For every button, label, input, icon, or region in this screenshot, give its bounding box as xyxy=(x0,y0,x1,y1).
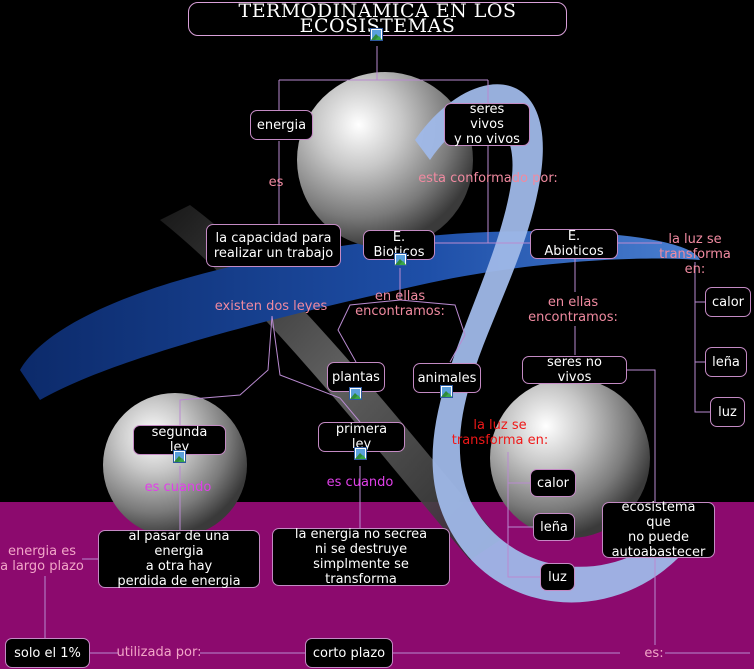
image-icon[interactable] xyxy=(440,385,453,398)
image-icon[interactable] xyxy=(173,450,186,463)
node-calor-mid[interactable]: calor xyxy=(530,469,576,497)
image-icon[interactable] xyxy=(349,387,362,400)
link-largo-plazo: energia es a largo plazo xyxy=(0,544,84,574)
image-icon[interactable] xyxy=(354,447,367,460)
node-capacidad[interactable]: la capacidad para realizar un trabajo xyxy=(206,224,341,267)
node-la-energia[interactable]: la energia no secrea ni se destruye simp… xyxy=(272,527,450,587)
line-right-luz-bracket xyxy=(694,262,710,413)
sphere-left xyxy=(103,393,247,537)
link-luz-transforma-mid: la luz se transforma en: xyxy=(451,418,549,448)
link-es-cuando-mid: es cuando xyxy=(326,475,394,490)
line-existen-segunda xyxy=(179,315,273,425)
node-luz-mid[interactable]: luz xyxy=(540,563,575,591)
node-seres-vivos[interactable]: seres vivos y no vivos xyxy=(444,102,530,147)
line-existen-primera xyxy=(271,315,361,423)
node-lena-mid[interactable]: leña xyxy=(533,513,575,541)
image-icon[interactable] xyxy=(394,253,407,266)
blue-swoosh xyxy=(20,231,700,400)
line-bioticos-animales xyxy=(399,299,466,363)
node-corto[interactable]: corto plazo xyxy=(305,638,393,668)
link-en-ellas-bioticos: en ellas encontramos: xyxy=(355,289,445,319)
node-calor-right[interactable]: calor xyxy=(705,287,751,317)
link-luz-transforma-right: la luz se transforma en: xyxy=(659,232,731,277)
link-existen: existen dos leyes xyxy=(214,299,328,314)
link-es-cuando-left: es cuando xyxy=(144,480,212,495)
node-abioticos[interactable]: E. Abioticos xyxy=(530,229,618,259)
sphere-top xyxy=(297,72,473,248)
node-solo[interactable]: solo el 1% xyxy=(5,638,90,668)
image-icon[interactable] xyxy=(370,28,383,41)
node-energia[interactable]: energia xyxy=(250,110,313,140)
link-es: es xyxy=(268,175,284,190)
node-lena-right[interactable]: leña xyxy=(705,347,747,377)
line-bioticos-plantas xyxy=(337,268,401,363)
link-conformado: esta conformado por: xyxy=(418,171,558,186)
node-seres-no-vivos[interactable]: seres no vivos xyxy=(522,355,627,385)
node-luz-right[interactable]: luz xyxy=(710,397,745,427)
link-es-colon: es: xyxy=(644,646,664,661)
node-ecosistema[interactable]: ecosistema que no puede autoabastecer xyxy=(602,500,715,560)
sphere-right xyxy=(490,378,650,538)
line-mid-luz-bracket xyxy=(507,452,540,578)
link-en-ellas-abioticos: en ellas encontramos: xyxy=(528,295,618,325)
node-al-pasar[interactable]: al pasar de una energia a otra hay perdi… xyxy=(98,529,260,589)
line-seres-no-vivos-right xyxy=(627,369,656,502)
link-utilizada: utilizada por: xyxy=(116,645,202,660)
